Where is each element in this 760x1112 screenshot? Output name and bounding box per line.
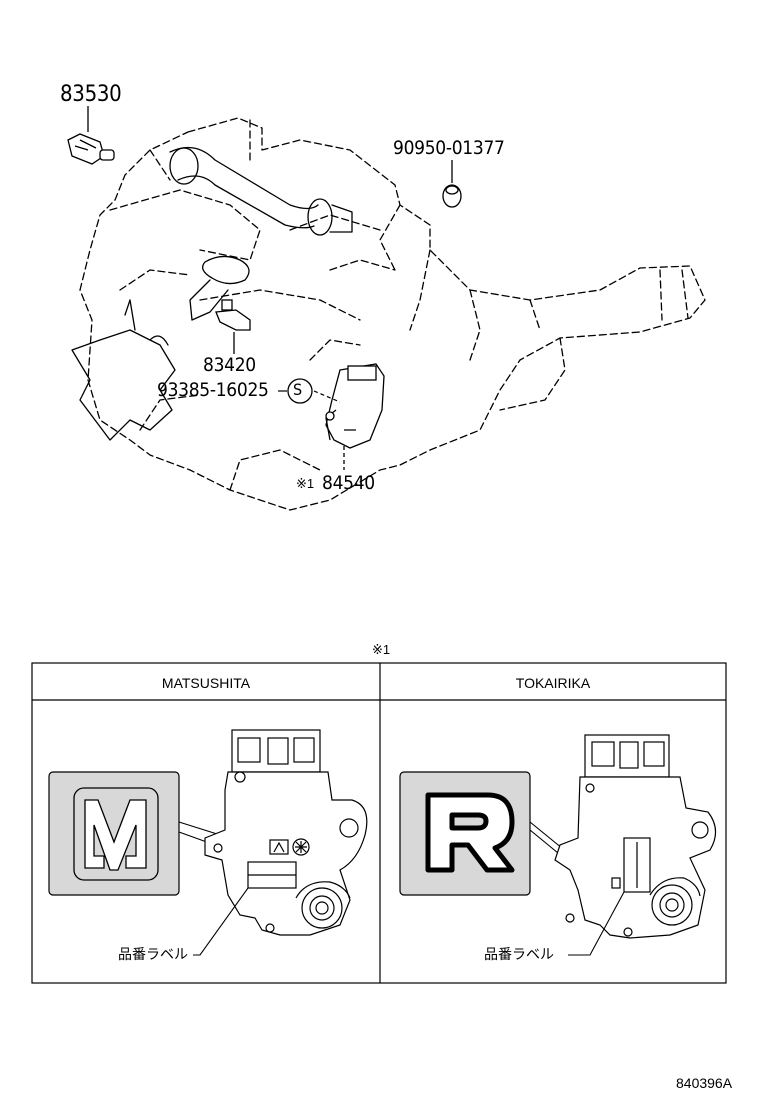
neutral-switch-84540-part xyxy=(325,363,385,470)
part-label-90950-01377: 90950-01377 xyxy=(393,137,505,159)
tokairika-switch-illustration xyxy=(554,734,717,939)
matsushita-logo-panel xyxy=(48,771,180,896)
part-label-84540: 84540 xyxy=(322,472,375,494)
part-label-93385-16025: 93385-16025 xyxy=(157,379,269,401)
part-number-label-right: 品番ラベル xyxy=(484,946,554,962)
column-header-matsushita: MATSUSHITA xyxy=(161,675,251,691)
sensor-83420-part xyxy=(215,299,251,354)
column-header-tokairika: TOKAIRIKA xyxy=(515,675,591,691)
m-logo-icon xyxy=(84,799,147,871)
sensor-83530-part xyxy=(67,106,115,165)
diagram-id: 840396A xyxy=(676,1075,733,1091)
reference-mark-1: ※1 xyxy=(296,476,315,491)
table-reference-mark: ※1 xyxy=(372,642,391,657)
s-symbol-circle xyxy=(287,378,313,404)
matsushita-switch-illustration xyxy=(204,729,368,936)
engine-block-outline xyxy=(79,117,706,511)
part-label-83420: 83420 xyxy=(203,354,256,376)
s-symbol-label: S xyxy=(293,380,302,399)
r-logo-icon xyxy=(425,792,515,873)
part-number-label-left: 品番ラベル xyxy=(118,946,188,962)
intake-pipe xyxy=(169,146,353,321)
table-border xyxy=(31,662,727,984)
grommet-90950-part xyxy=(442,160,462,208)
tokairika-logo-panel xyxy=(399,771,531,896)
part-label-83530: 83530 xyxy=(60,82,122,107)
cooling-fan xyxy=(71,299,176,441)
